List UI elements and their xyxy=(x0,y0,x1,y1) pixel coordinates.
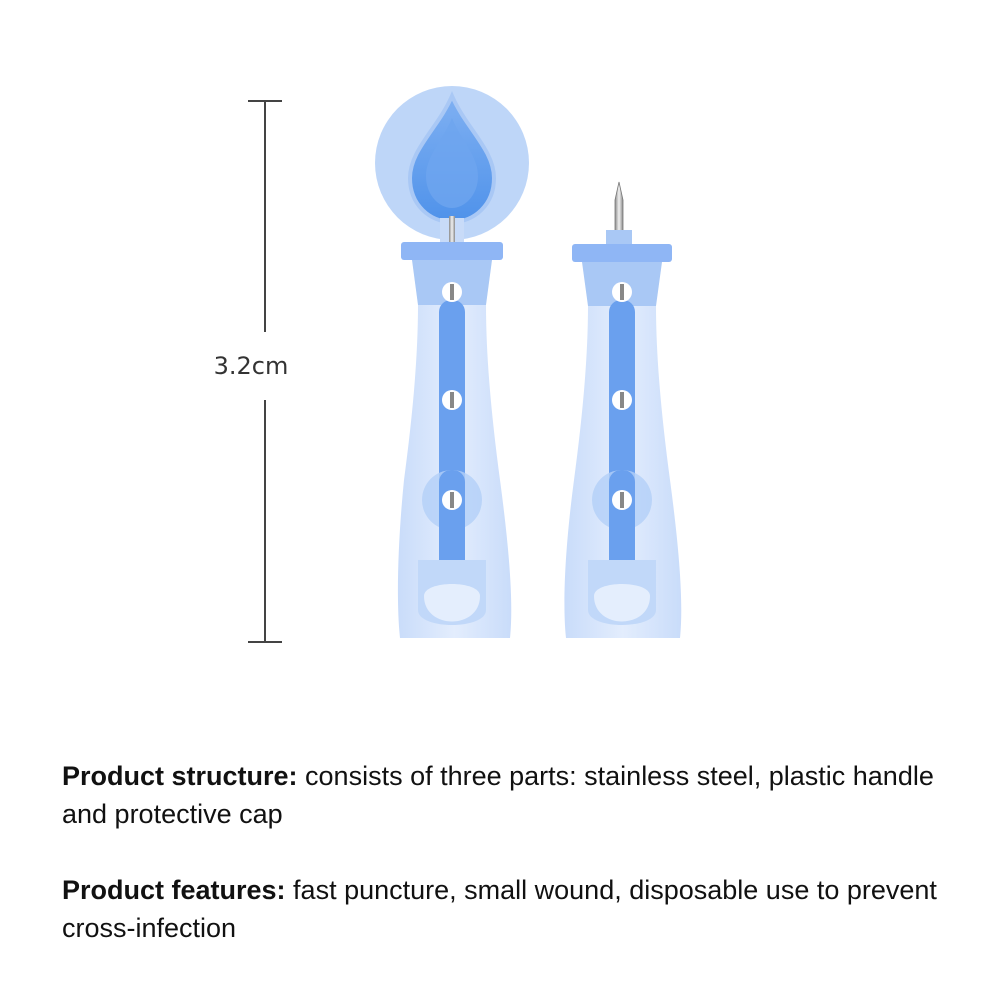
product-features-text: fast puncture, small wound, disposable u… xyxy=(62,875,937,943)
rivet-middle-slot xyxy=(450,392,454,408)
handle-collar xyxy=(401,242,503,260)
lancet-exposed-needle xyxy=(564,181,682,638)
rivet-top-slot xyxy=(620,284,624,300)
product-structure-text: consists of three parts: stainless steel… xyxy=(62,761,934,829)
needle xyxy=(614,181,624,233)
rivet-bottom-slot xyxy=(450,492,454,508)
base-semicircle xyxy=(424,584,480,622)
needle-hub xyxy=(606,230,632,244)
lancet-with-cap xyxy=(375,86,529,638)
handle-collar xyxy=(572,244,672,262)
drop-highlight xyxy=(426,118,478,208)
product-features-heading: Product features: xyxy=(62,875,286,905)
dimension-label: 3.2cm xyxy=(214,352,289,380)
product-illustration: 3.2cm xyxy=(214,86,682,643)
rivet-middle-slot xyxy=(620,392,624,408)
base-semicircle xyxy=(594,584,650,622)
dimension-indicator: 3.2cm xyxy=(214,100,289,643)
product-features-description: Product features: fast puncture, small w… xyxy=(62,871,982,947)
product-structure-description: Product structure: consists of three par… xyxy=(62,757,982,833)
rivet-top-slot xyxy=(450,284,454,300)
rivet-bottom-slot xyxy=(620,492,624,508)
product-structure-heading: Product structure: xyxy=(62,761,298,791)
needle-stub xyxy=(449,216,455,242)
